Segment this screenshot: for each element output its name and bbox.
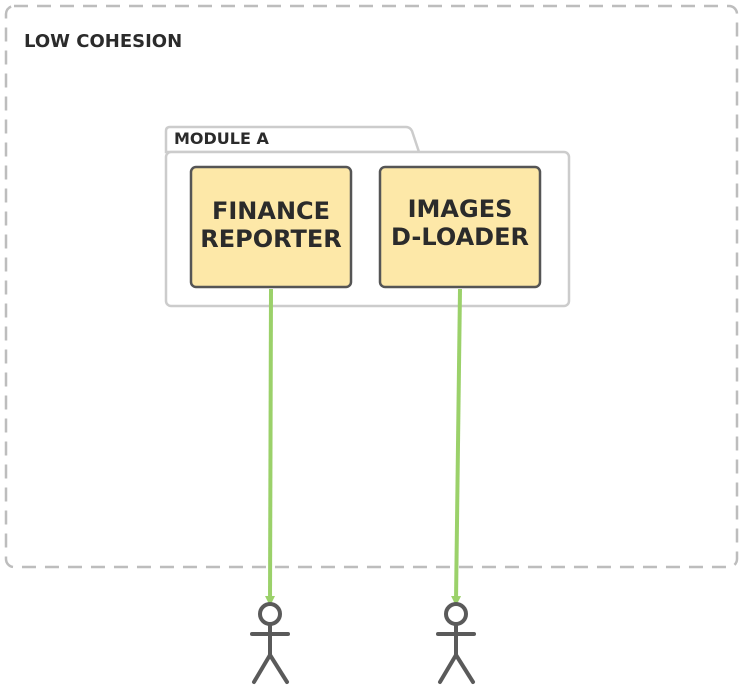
actor-left-leg	[438, 653, 458, 684]
component-label-line1: IMAGES	[408, 195, 513, 223]
actor-right-leg	[268, 653, 289, 684]
actor-head-icon	[444, 602, 468, 626]
actor-user-1	[250, 602, 290, 684]
actor-user-2	[436, 602, 476, 684]
component-finance-reporter[interactable]: FINANCE REPORTER	[189, 165, 353, 289]
module-label: MODULE A	[174, 129, 269, 148]
connections	[265, 288, 462, 606]
arrow-finance-to-user	[265, 288, 276, 606]
actor-right-leg	[454, 653, 475, 684]
actor-left-leg	[252, 653, 272, 684]
component-box	[378, 165, 542, 289]
arrow-images-to-user	[451, 288, 462, 606]
boundary-frame	[4, 4, 739, 569]
actor-head-icon	[258, 602, 282, 626]
component-label-line2: D-LOADER	[391, 223, 529, 251]
component-label-line2: REPORTER	[200, 225, 342, 253]
module-tab	[164, 125, 421, 154]
boundary-label: LOW COHESION	[24, 31, 182, 52]
low-cohesion-boundary: LOW COHESION	[4, 4, 739, 569]
component-label-line1: FINANCE	[212, 197, 330, 225]
component-box	[189, 165, 353, 289]
component-images-d-loader[interactable]: IMAGES D-LOADER	[378, 165, 542, 289]
